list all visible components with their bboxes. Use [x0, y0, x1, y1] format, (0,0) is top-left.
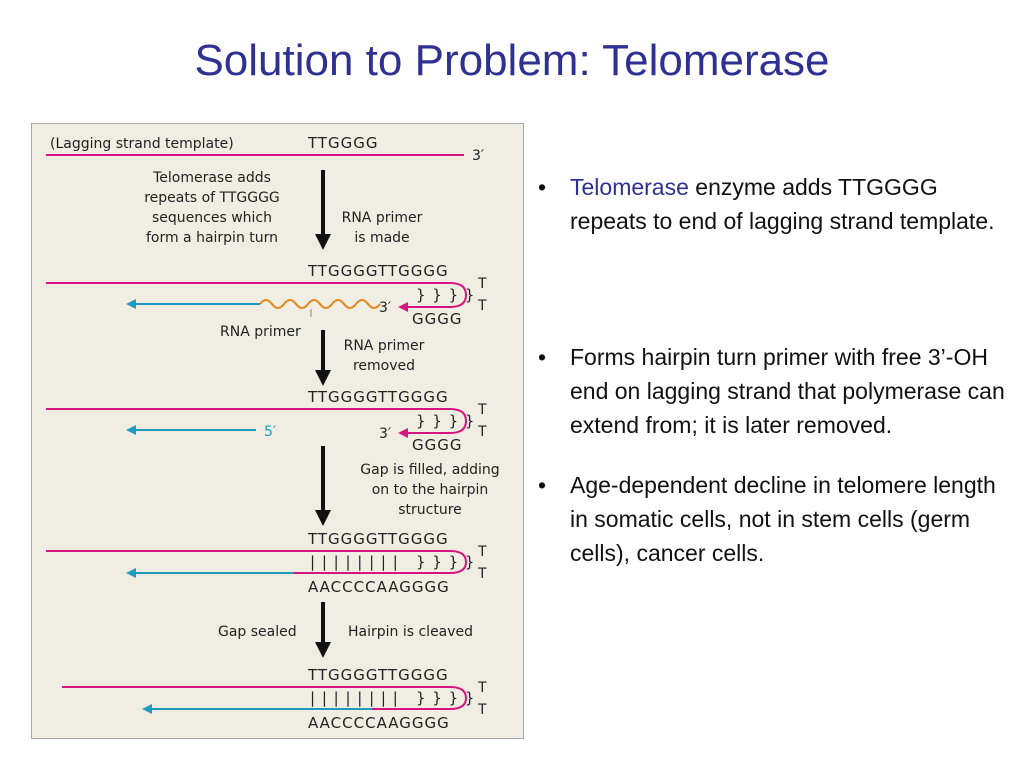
bullet-highlight: Telomerase	[570, 174, 689, 200]
step-arrowhead	[315, 370, 331, 386]
bullet-item: • Telomerase enzyme adds TTGGGG repeats …	[538, 170, 1018, 238]
top-sequence: TTGGGG	[307, 134, 379, 152]
hairpin-bonds-row3: } } } }	[416, 553, 475, 571]
hairpin-loop	[449, 686, 468, 710]
rna-primer-label: RNA primer	[220, 324, 301, 340]
telomerase-diagram-svg: (Lagging strand template) TTGGGG 3′ Telo…	[46, 134, 500, 732]
step1-right-2: is made	[354, 230, 409, 246]
complement-row3: AACCCCAAGGGG	[308, 578, 450, 596]
hairpin-loop	[449, 408, 468, 434]
step2-right-2: removed	[353, 358, 415, 374]
hairpin-t-top: T	[477, 402, 487, 418]
gggg-row2: GGGG	[412, 436, 463, 454]
step4-right: Hairpin is cleaved	[348, 624, 473, 640]
hairpin-t-bottom: T	[477, 298, 487, 314]
rna-primer-wave	[259, 299, 381, 309]
bullet-symbol: •	[538, 344, 547, 370]
step-arrowhead	[315, 234, 331, 250]
bullet-text: enzyme adds TTGGGG repeats to end of lag…	[570, 174, 995, 234]
step2-right-1: RNA primer	[344, 338, 425, 354]
hairpin-t-top: T	[477, 680, 487, 696]
hairpin-loop	[449, 282, 468, 308]
hairpin-bonds: } } } }	[416, 286, 475, 304]
new-strand-arrowhead	[142, 704, 152, 714]
step3-text-1: Gap is filled, adding	[360, 462, 499, 478]
seq-row1: TTGGGGTTGGGG	[307, 262, 449, 280]
seq-row4: TTGGGGTTGGGG	[307, 666, 449, 684]
bullet-item: • Age-dependent decline in telomere leng…	[538, 468, 1018, 570]
step-arrowhead	[315, 642, 331, 658]
slide-title: Solution to Problem: Telomerase	[194, 36, 830, 85]
hairpin-t-bottom: T	[477, 702, 487, 718]
bullet-item: • Forms hairpin turn primer with free 3’…	[538, 340, 1018, 442]
step1-text-2: repeats of TTGGGG	[144, 190, 280, 206]
step3-text-3: structure	[398, 502, 462, 518]
telomerase-diagram: (Lagging strand template) TTGGGG 3′ Telo…	[31, 123, 524, 739]
bullet-symbol: •	[538, 472, 547, 498]
step3-text-2: on to the hairpin	[372, 482, 489, 498]
gggg-row1: GGGG	[412, 310, 463, 328]
hairpin-t-top: T	[477, 544, 487, 560]
new-strand-arrowhead	[126, 425, 136, 435]
step1-text-3: sequences which	[152, 210, 272, 226]
hairpin-t-bottom: T	[477, 424, 487, 440]
five-prime-label: 5′	[264, 424, 276, 440]
hairpin-loop	[449, 550, 468, 574]
hairpin-arrowhead	[398, 428, 408, 438]
complement-row4: AACCCCAAGGGG	[308, 714, 450, 732]
bullet-list: • Telomerase enzyme adds TTGGGG repeats …	[538, 170, 1018, 570]
bullet-text: Age-dependent decline in telomere length…	[570, 472, 996, 566]
three-prime-label: 3′	[472, 148, 484, 164]
new-strand-arrowhead	[126, 299, 136, 309]
three-prime-row2: 3′	[379, 426, 391, 442]
three-prime-row1: 3′	[379, 300, 391, 316]
hairpin-t-top: T	[477, 276, 487, 292]
template-label: (Lagging strand template)	[50, 136, 234, 152]
bullet-text: Forms hairpin turn primer with free 3’-O…	[570, 344, 1005, 438]
step1-text-1: Telomerase adds	[152, 170, 271, 186]
hairpin-arrowhead	[398, 302, 408, 312]
paired-bonds-row3: | | | | | | | |	[310, 553, 399, 571]
hairpin-t-bottom: T	[477, 566, 487, 582]
step1-right-1: RNA primer	[342, 210, 423, 226]
paired-bonds-row4: | | | | | | | |	[310, 689, 399, 707]
seq-row2: TTGGGGTTGGGG	[307, 388, 449, 406]
new-strand-arrowhead	[126, 568, 136, 578]
seq-row3: TTGGGGTTGGGG	[307, 530, 449, 548]
step1-text-4: form a hairpin turn	[146, 230, 278, 246]
hairpin-bonds-row4: } } } }	[416, 689, 475, 707]
hairpin-bonds: } } } }	[416, 412, 475, 430]
step-arrowhead	[315, 510, 331, 526]
bullet-symbol: •	[538, 174, 547, 200]
step4-left: Gap sealed	[218, 624, 297, 640]
